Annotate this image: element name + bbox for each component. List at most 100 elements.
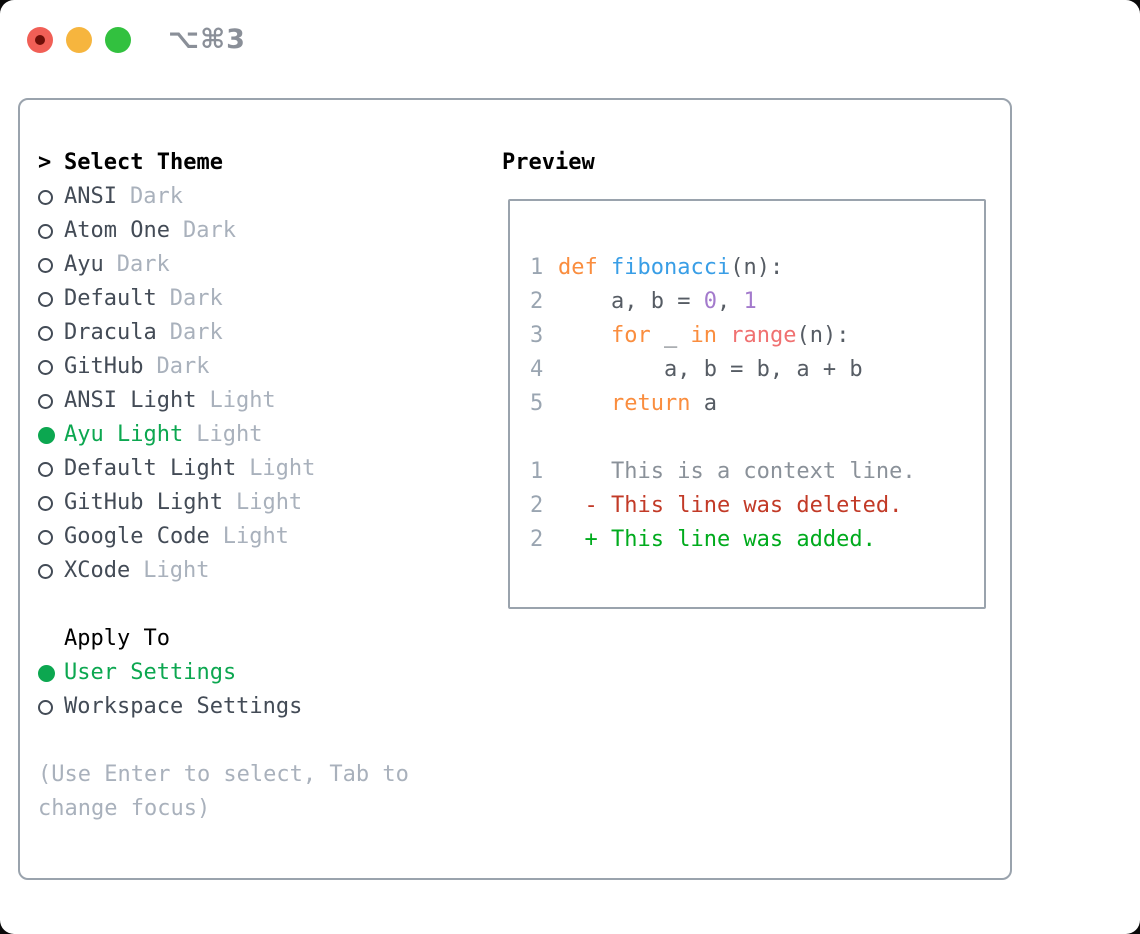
spacer [38, 588, 409, 622]
theme-variant-tag: Light [222, 524, 289, 549]
theme-variant-tag: Dark [182, 218, 236, 243]
theme-name: Default Light [64, 456, 237, 481]
line-number: 2 [530, 493, 544, 518]
code-line: 4 a, b = b, a + b [510, 353, 984, 387]
radio-icon [38, 699, 64, 715]
theme-variant-tag: Light [143, 558, 210, 583]
minimize-button[interactable] [66, 26, 92, 53]
theme-name: ANSI Light [64, 388, 197, 413]
radio-icon [38, 359, 64, 375]
code-token-fg: (n): [796, 323, 850, 348]
code-line: 1 This is a context line. [510, 455, 984, 489]
theme-item[interactable]: Atom One Dark [38, 214, 409, 248]
code-token-fg: a, b = [558, 289, 704, 314]
code-token-keyword: for [610, 323, 651, 348]
code-token-keyword: in [690, 323, 717, 348]
theme-variant-tag: Dark [156, 354, 210, 379]
theme-variant-tag: Dark [116, 252, 170, 277]
line-number: 1 [530, 459, 544, 484]
code-line: 2 + This line was added. [510, 523, 984, 557]
radio-selected-icon [38, 426, 64, 444]
preview-header-label: Preview [502, 150, 595, 175]
code-token-number: 1 [743, 289, 757, 314]
theme-item[interactable]: ANSI Dark [38, 180, 409, 214]
code-token-fg: a, b = b, a + b [558, 357, 863, 382]
line-number: 3 [530, 323, 544, 348]
apply-to-option-label: User Settings [64, 660, 237, 685]
code-token-fg [717, 323, 730, 348]
hint-line-1: (Use Enter to select, Tab to [38, 762, 409, 787]
code-token-builtin: range [730, 323, 797, 348]
code-token-keyword: def [558, 255, 598, 280]
radio-icon [38, 393, 64, 409]
code-token-keyword: return [610, 391, 691, 416]
theme-name: Atom One [64, 218, 170, 243]
code-line: 5 return a [510, 387, 984, 421]
code-token-number: 0 [703, 289, 717, 314]
close-button[interactable] [27, 26, 53, 53]
theme-item[interactable]: Dracula Dark [38, 316, 409, 350]
window-title: ⌥⌘3 [168, 24, 246, 55]
header-caret-icon: > [38, 150, 65, 175]
theme-name: Dracula [64, 320, 157, 345]
radio-icon [38, 223, 64, 239]
theme-name: Ayu [64, 252, 104, 277]
zoom-button[interactable] [105, 26, 131, 53]
radio-icon [38, 495, 64, 511]
radio-icon [38, 563, 64, 579]
close-dot-icon [35, 34, 45, 45]
radio-icon [38, 529, 64, 545]
line-number: 4 [530, 357, 544, 382]
select-theme-header-label: Select Theme [64, 150, 223, 175]
line-number: 2 [530, 527, 544, 552]
apply-to-option[interactable]: User Settings [38, 656, 409, 690]
line-number: 1 [530, 255, 544, 280]
apply-to-option-label: Workspace Settings [64, 694, 303, 719]
theme-variant-tag: Dark [129, 184, 183, 209]
theme-name: GitHub [64, 354, 144, 379]
code-line: 2 a, b = 0, 1 [510, 285, 984, 319]
code-token-fg: a [690, 391, 717, 416]
theme-item[interactable]: GitHub Light Light [38, 486, 409, 520]
code-token-fg: _ [650, 323, 691, 348]
theme-item[interactable]: Default Light Light [38, 452, 409, 486]
code-line [510, 421, 984, 455]
code-token-fg [558, 391, 611, 416]
radio-icon [38, 461, 64, 477]
hint-line-2: change focus) [38, 796, 211, 821]
code-line: 2 - This line was deleted. [510, 489, 984, 523]
theme-variant-tag: Light [249, 456, 316, 481]
theme-variant-tag: Light [196, 422, 263, 447]
theme-variant-tag: Dark [169, 320, 223, 345]
code-token-function: fibonacci [611, 255, 731, 280]
radio-icon [38, 291, 64, 307]
theme-variant-tag: Light [235, 490, 303, 515]
code-token-fg [598, 255, 611, 280]
theme-item[interactable]: ANSI Light Light [38, 384, 409, 418]
theme-variant-tag: Light [209, 388, 276, 413]
theme-item[interactable]: GitHub Dark [38, 350, 409, 384]
radio-icon [38, 325, 64, 341]
theme-variant-tag: Dark [169, 286, 223, 311]
code-token-added: + This line was added. [558, 527, 876, 552]
apply-to-header: Apply To [38, 622, 409, 656]
code-line: 3 for _ in range(n): [510, 319, 984, 353]
theme-item[interactable]: Ayu Dark [38, 248, 409, 282]
apply-to-header-label: Apply To [64, 626, 170, 651]
theme-name: GitHub Light [64, 490, 223, 515]
code-token-deleted: - This line was deleted. [558, 493, 903, 518]
line-number: 2 [530, 289, 544, 314]
theme-name: ANSI [64, 184, 117, 209]
line-number: 5 [530, 391, 544, 416]
apply-to-option[interactable]: Workspace Settings [38, 690, 409, 724]
